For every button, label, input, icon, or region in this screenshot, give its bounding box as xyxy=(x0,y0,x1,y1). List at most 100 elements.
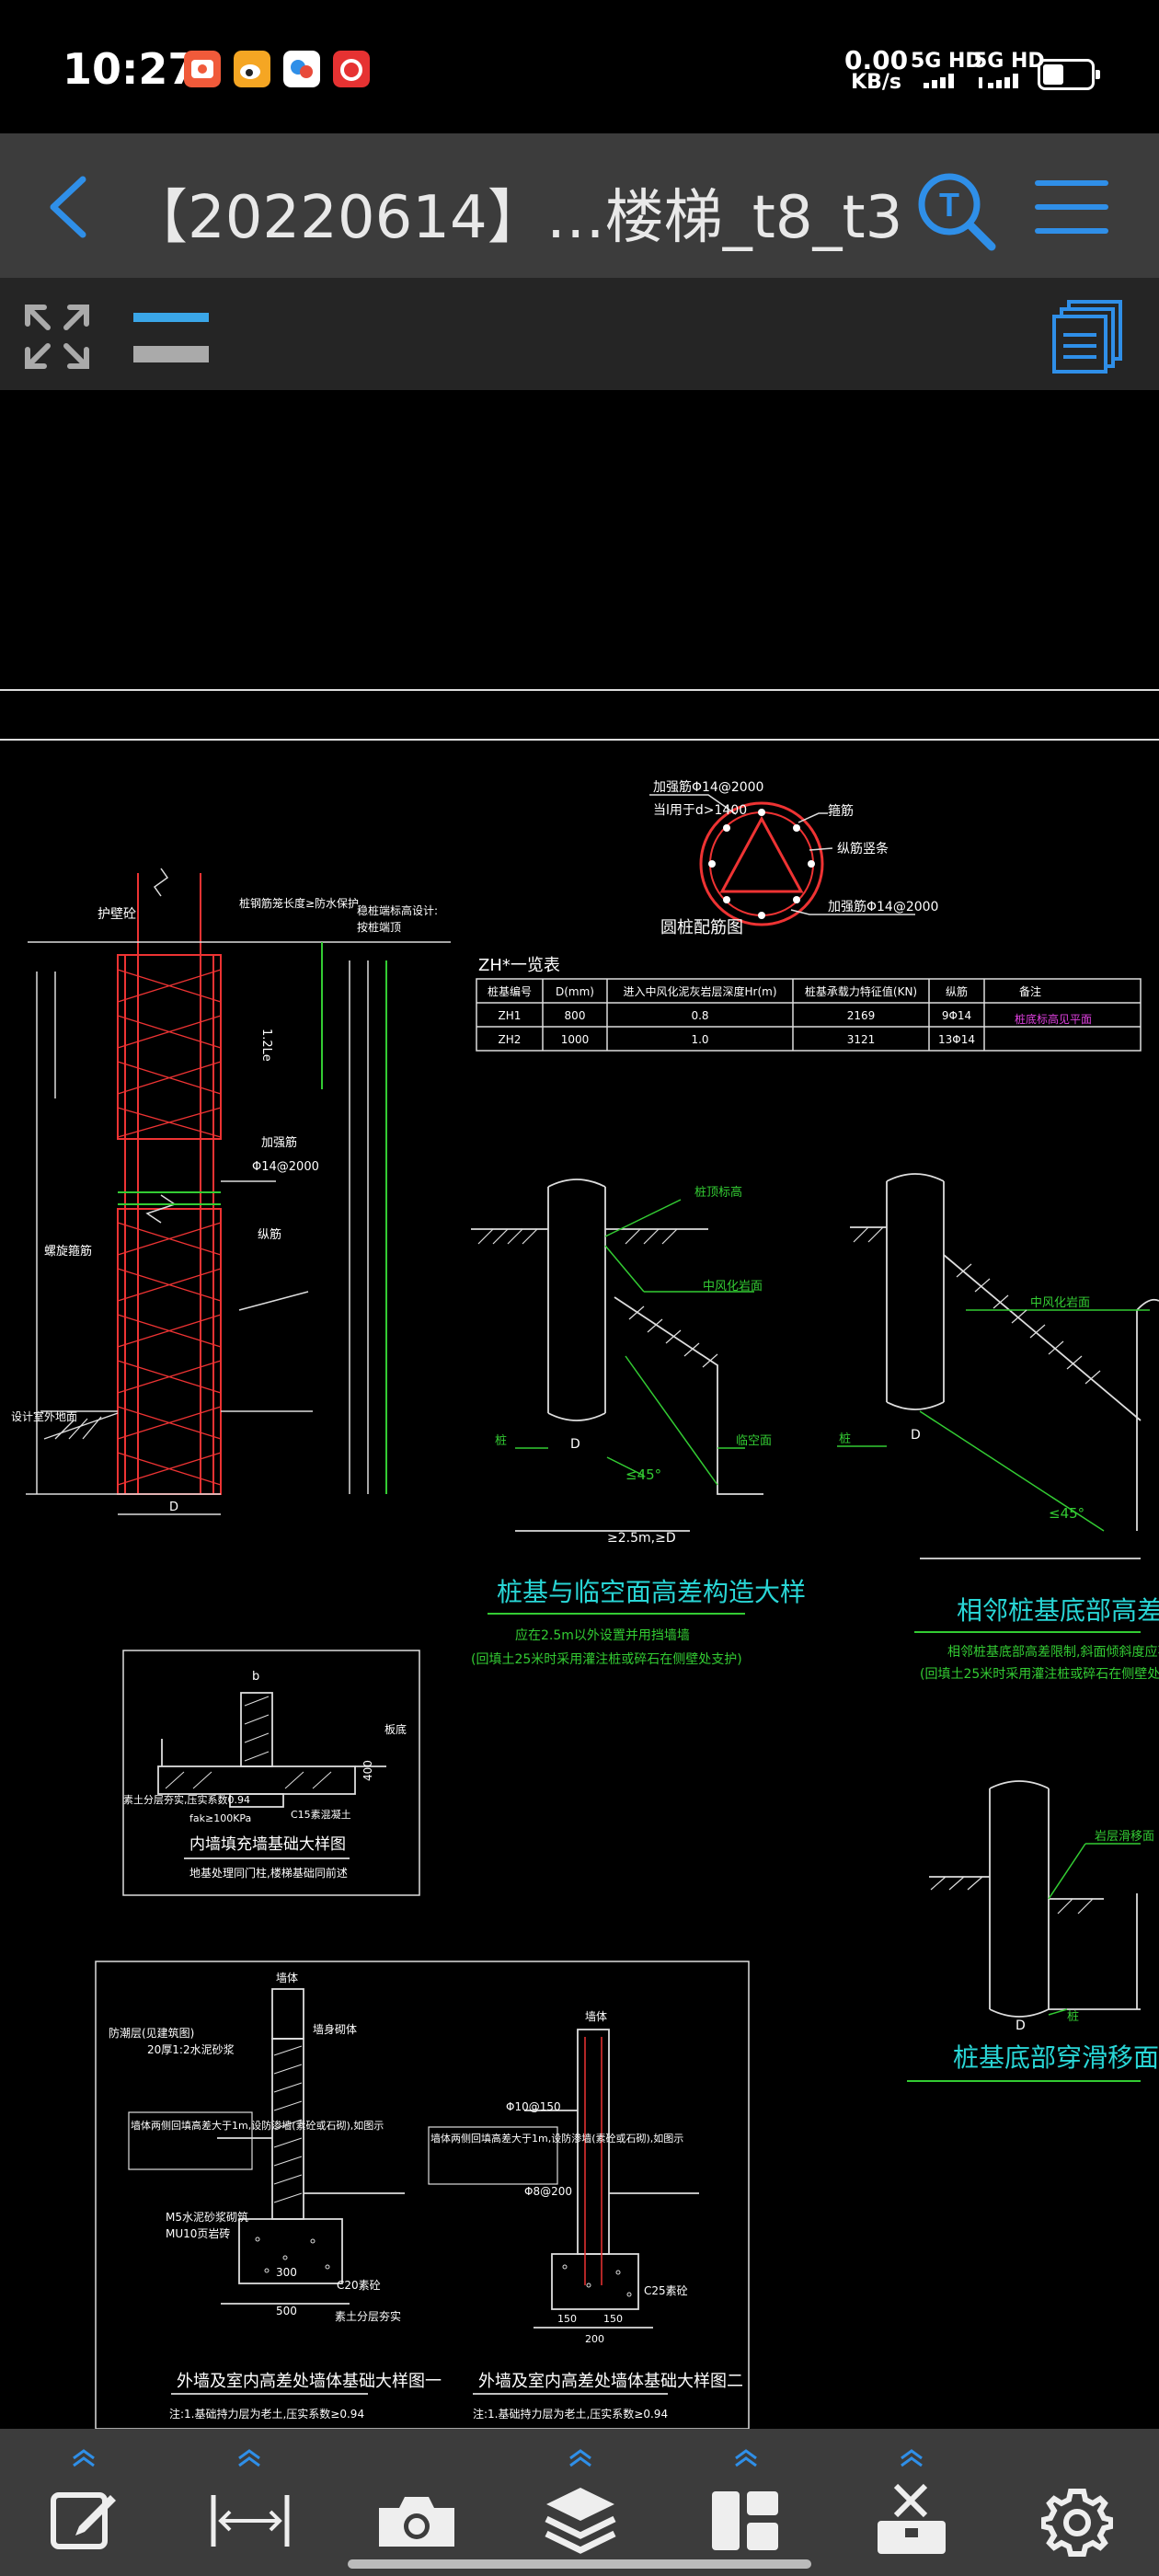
round-pile-label-b: 纵筋竖条 xyxy=(837,841,889,857)
ext1-label-c20: C20素砼 xyxy=(337,2279,381,2292)
slip-label-pile: 桩 xyxy=(1067,2010,1079,2024)
ext2-label-150b: 150 xyxy=(603,2313,623,2325)
ext1-caption: 外墙及室内高差处墙体基础大样图一 xyxy=(177,2372,442,2391)
text-search-icon[interactable]: T xyxy=(911,166,1003,258)
signal-1-label: 5G HD xyxy=(911,50,982,73)
status-time: 10:27 xyxy=(63,44,198,94)
layers-icon xyxy=(545,2488,616,2554)
fullscreen-icon[interactable] xyxy=(18,298,96,375)
ext1-label-wp: 20厚1:2水泥砂浆 xyxy=(147,2042,235,2056)
layers-button[interactable] xyxy=(530,2447,631,2558)
table-header: 纵筋 xyxy=(946,984,968,998)
table-header: 进入中风化泥灰岩层深度Hr(m) xyxy=(623,984,776,998)
battery-icon xyxy=(1038,59,1100,90)
adjacent-label-pile: 桩 xyxy=(839,1432,851,1446)
drawing-canvas[interactable]: 加强筋Φ14@2000 当l用于d>1400 箍筋 纵筋竖条 加强筋Φ14@20… xyxy=(0,390,1159,2429)
round-pile-label-c: 加强筋Φ14@2000 xyxy=(828,899,938,914)
signal-2-label: 5G HD xyxy=(973,50,1045,73)
adjacent-note2: (回填土25米时采用灌注桩或碎石在侧壁处支护) xyxy=(920,1666,1159,1682)
netease-music-icon xyxy=(333,51,370,87)
table-cell-note: 桩底标高见平面 xyxy=(1015,1012,1092,1026)
pile-label-long: 纵筋 xyxy=(258,1227,281,1242)
ext2-label-200: 200 xyxy=(585,2333,604,2345)
social-app-icon xyxy=(283,51,320,87)
interior-caption: 内墙填充墙基础大样图 xyxy=(189,1835,346,1854)
ext2-label-c25: C25素砼 xyxy=(644,2284,688,2297)
ext2-label-top: 墙体 xyxy=(585,2010,607,2023)
interior-label-b: b xyxy=(252,1670,259,1684)
hamburger-menu-icon[interactable] xyxy=(1030,170,1113,244)
slip-caption: 桩基底部穿滑移面要求 xyxy=(953,2042,1159,2073)
slope-label-dim: ≥2.5m,≥D xyxy=(607,1531,676,1546)
gesture-bar[interactable] xyxy=(348,2559,811,2569)
interior-wall-detail: b 板底 400 素土分层夯实,压实系数0.94 fak≥100KPa C15素… xyxy=(122,1650,420,1896)
ext2-caption: 外墙及室内高差处墙体基础大样图二 xyxy=(478,2372,743,2391)
table-cell: ZH2 xyxy=(499,1033,522,1046)
layout-button[interactable] xyxy=(695,2447,797,2558)
signal-1-icon xyxy=(924,74,954,88)
slope-label-water: 桩顶标高 xyxy=(694,1185,742,1200)
table-header: D(mm) xyxy=(556,985,594,998)
table-cell: 2169 xyxy=(847,1009,876,1022)
pile-label-12le: 1.2Le xyxy=(259,1029,273,1062)
pile-label-design: 稳桩端标高设计: xyxy=(357,903,438,917)
ext2-label-150a: 150 xyxy=(557,2313,577,2325)
chevron-up-icon xyxy=(238,2449,260,2467)
adjacent-pile-detail: 中风化岩面 桩 D ≤45° 相邻桩基底部高差要求 相邻桩基底部高差限制,斜面倾… xyxy=(837,1173,1159,1682)
pile-table: ZH*一览表 桩基编号 D(mm) 进入中风化泥灰岩层深度Hr(m) 桩基承载力… xyxy=(476,956,1142,1052)
table-cell: 13Φ14 xyxy=(938,1033,975,1046)
interior-label-floor: 板底 xyxy=(384,1722,407,1736)
table-cell: ZH1 xyxy=(499,1009,522,1022)
table-header: 桩基编号 xyxy=(488,984,532,998)
layouts-icon[interactable] xyxy=(1049,298,1126,375)
slope-note2: (回填土25米时采用灌注桩或碎石在侧壁处支护) xyxy=(471,1651,742,1667)
ext1-label-mortar: M5水泥砂浆砌筑 xyxy=(166,2210,248,2224)
adjacent-label-rock: 中风化岩面 xyxy=(1030,1296,1090,1310)
slip-label-slide: 岩层滑移面 xyxy=(1095,1830,1154,1844)
chevron-up-icon xyxy=(569,2449,591,2467)
ext2-label-r1: Φ10@150 xyxy=(506,2100,561,2113)
chevron-left-icon[interactable] xyxy=(37,161,101,253)
photo-app-icon xyxy=(184,51,221,87)
camera-button[interactable] xyxy=(366,2447,467,2558)
pile-label-grade: 设计室外地面 xyxy=(11,1409,77,1423)
chevron-up-icon xyxy=(73,2449,95,2467)
table-cell: 9Φ14 xyxy=(942,1009,971,1022)
interior-label-earth: 素土分层夯实,压实系数0.94 xyxy=(123,1793,250,1806)
ext1-label-wp2: 防潮层(见建筑图) xyxy=(109,2026,194,2040)
round-pile-note1: 加强筋Φ14@2000 xyxy=(653,779,763,795)
table-cell: 1000 xyxy=(561,1033,590,1046)
ext1-label-base: 素土分层夯实 xyxy=(335,2309,401,2323)
camera-icon xyxy=(379,2497,454,2547)
slope-label-d: D xyxy=(570,1437,580,1452)
measure-button[interactable] xyxy=(199,2447,300,2558)
ext2-label-r2: Φ8@200 xyxy=(524,2185,572,2198)
lineweight-icon[interactable] xyxy=(129,305,221,370)
ext1-label-note: 墙体两侧回填高差大于1m,设防渗墙(素砼或石砌),如图示 xyxy=(131,2119,384,2132)
slope-label-rock: 中风化岩面 xyxy=(703,1280,763,1294)
pile-label-hoop: 螺旋箍筋 xyxy=(44,1244,92,1259)
net-speed: 0.00 KB/s xyxy=(844,48,908,94)
adjacent-label-d: D xyxy=(911,1428,921,1443)
layout-icon xyxy=(712,2491,778,2550)
slope-label-pile: 桩 xyxy=(495,1434,507,1448)
settings-button[interactable] xyxy=(1027,2447,1128,2558)
toolbox-button[interactable] xyxy=(861,2447,962,2558)
ext1-label-300: 300 xyxy=(276,2266,297,2279)
slip-label-d: D xyxy=(1016,2018,1026,2033)
round-pile-label-a: 箍筋 xyxy=(828,803,854,819)
pile-label-note: 桩钢筋笼长度≥防水保护 xyxy=(239,896,359,910)
settings-icon xyxy=(1041,2489,1113,2557)
round-pile-detail: 加强筋Φ14@2000 当l用于d>1400 箍筋 纵筋竖条 加强筋Φ14@20… xyxy=(649,779,938,937)
pile-label-d: D xyxy=(169,1501,178,1514)
ext1-label-500: 500 xyxy=(276,2305,297,2317)
slope-note1: 应在2.5m以外设置并用挡墙墙 xyxy=(515,1627,690,1643)
adjacent-caption: 相邻桩基底部高差要求 xyxy=(957,1595,1159,1626)
svg-text:T: T xyxy=(939,186,959,224)
table-cell: 800 xyxy=(565,1009,586,1022)
chevron-up-icon xyxy=(735,2449,757,2467)
annotate-button[interactable] xyxy=(33,2447,134,2558)
measure-icon xyxy=(211,2495,290,2547)
interior-label-concrete: C15素混凝土 xyxy=(291,1808,351,1821)
interior-note: 地基处理同门柱,楼梯基础同前述 xyxy=(189,1866,348,1880)
